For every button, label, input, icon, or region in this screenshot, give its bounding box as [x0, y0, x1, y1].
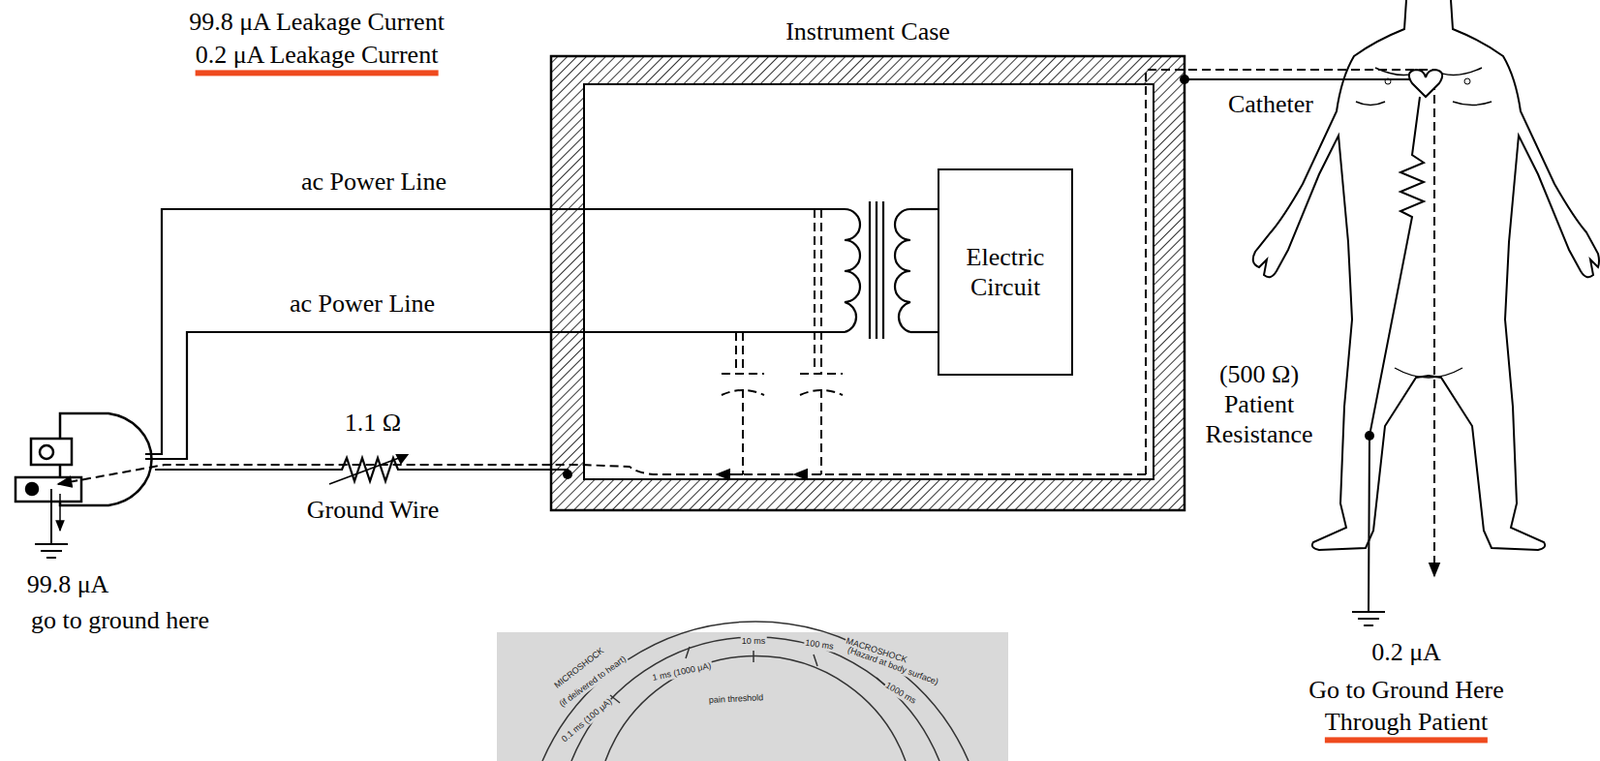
figure-detail — [1355, 67, 1492, 378]
case-wall — [551, 56, 1185, 511]
chart-label: 1000 ms — [882, 679, 919, 708]
current-value: 99.8 μA — [27, 569, 110, 600]
note: Through Patient — [1324, 707, 1488, 743]
ground-wire — [154, 455, 568, 485]
leakage-label: 99.8 μA Leakage Current — [188, 6, 445, 37]
plug — [15, 413, 153, 506]
junction-dot — [1179, 74, 1190, 85]
wire-label: ac Power Line — [289, 288, 435, 319]
ground-symbol — [34, 489, 68, 558]
chart-label: 1 ms (1000 μA) — [650, 660, 714, 684]
figure-detail — [1384, 78, 1391, 85]
patient-resistance — [1352, 96, 1424, 626]
chart-label: 10 ms — [740, 636, 768, 647]
wire-label: Ground Wire — [307, 494, 439, 525]
figure-detail — [1464, 78, 1471, 85]
resistance-label: (500 Ω) Patient Resistance — [1204, 359, 1313, 451]
resistance-value: 1.1 Ω — [344, 407, 401, 438]
chart-label: 100 ms — [803, 637, 836, 652]
box-label: Electric Circuit — [945, 242, 1066, 303]
wire-label: ac Power Line — [301, 166, 447, 197]
human-figure — [1253, 0, 1600, 551]
leakage-path — [58, 69, 1435, 577]
part-label: Catheter — [1228, 89, 1314, 120]
power-line — [145, 209, 845, 460]
heart — [1409, 69, 1443, 97]
current-value: 0.2 μA — [1371, 637, 1442, 668]
case-interior — [584, 84, 1154, 480]
circuit-box: Electric Circuit — [937, 168, 1074, 376]
junction-dot — [562, 469, 573, 480]
note: Go to Ground Here — [1308, 675, 1504, 706]
transformer — [844, 201, 938, 339]
junction-dot — [1364, 430, 1375, 441]
leakage-capacitor — [721, 209, 843, 475]
note: go to ground here — [30, 605, 210, 636]
chart-label: pain threshold — [707, 692, 765, 707]
leakage-label: 0.2 μA Leakage Current — [195, 39, 439, 76]
case-heading: Instrument Case — [785, 17, 951, 47]
instrument-case: Instrument CaseElectric Circuit — [551, 56, 1185, 511]
shock-chart — [496, 621, 1009, 761]
